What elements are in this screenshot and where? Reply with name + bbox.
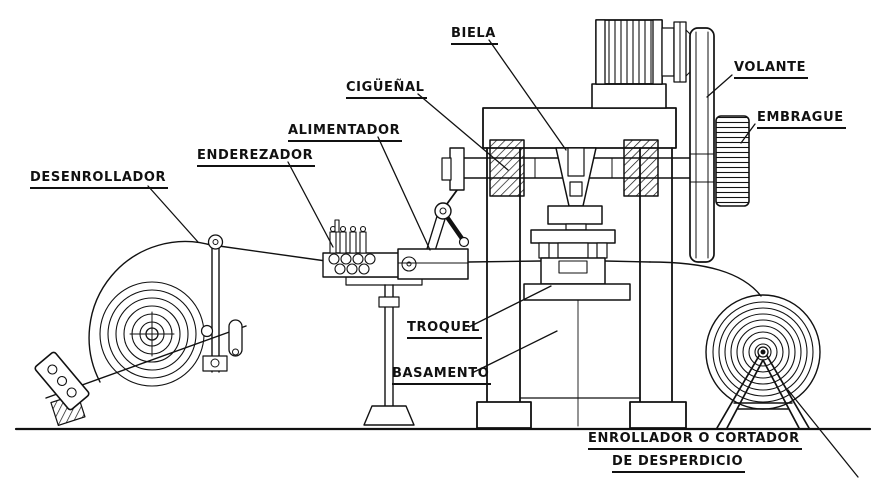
motor-drawing [595,19,691,85]
straightener-drawing [322,219,423,286]
label-troquel: TROQUEL [407,320,482,340]
flywheel-drawing [689,27,715,263]
material-strip [88,240,762,383]
label-embrague: EMBRAGUE [757,110,846,130]
leader-lines [147,39,859,478]
label-ciguenal: CIGÜEÑAL [346,80,427,100]
label-alimentador: ALIMENTADOR [288,123,403,143]
connecting-rod-drawing [555,147,597,207]
die-set-drawing [523,205,631,301]
label-basamento: BASAMENTO [392,366,492,386]
label-biela: BIELA [451,26,498,46]
clutch-drawing [715,115,750,207]
label-enderezador: ENDEREZADOR [197,148,316,168]
label-volante: VOLANTE [734,60,809,80]
label-enrollador-line2: DE DESPERDICIO [612,454,746,474]
scrap-rewinder-drawing [705,294,821,429]
label-desenrollador: DESENROLLADOR [30,170,169,190]
label-enrollador-line1: ENROLLADOR O CORTADOR [588,431,802,451]
uncoiler-drawing [34,234,247,427]
feeder-drawing [363,185,470,426]
